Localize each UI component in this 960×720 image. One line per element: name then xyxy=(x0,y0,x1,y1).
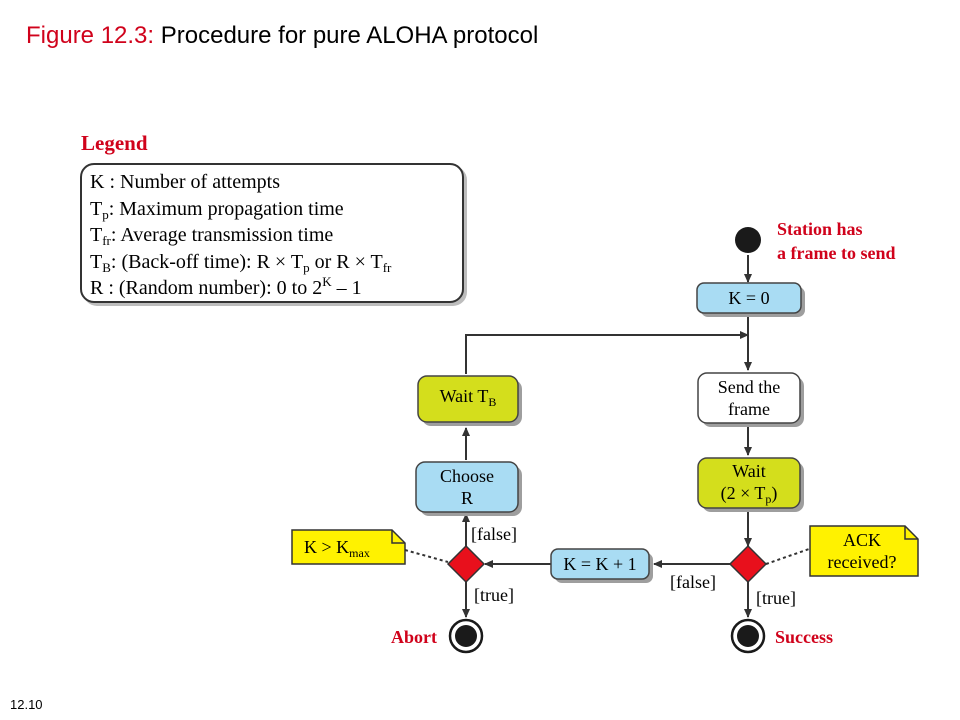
connectors xyxy=(404,255,813,618)
legend-subscript: B xyxy=(102,259,111,275)
k-inc-label: K = K + 1 xyxy=(563,554,636,574)
note-link-kmax xyxy=(404,549,449,563)
success-label: Success xyxy=(775,627,833,647)
wait-line2: (2 × Tp) xyxy=(721,483,778,506)
legend-description: – 1 xyxy=(331,277,362,299)
choose-r-box xyxy=(415,461,519,513)
abort-node xyxy=(455,625,477,647)
figure-title-text: Procedure for pure ALOHA protocol xyxy=(160,22,539,49)
wait-tb-box xyxy=(417,375,519,423)
slide-number: 12.10 xyxy=(10,697,43,712)
legend-subscript: fr xyxy=(102,233,111,248)
legend-symbol: T xyxy=(90,250,103,273)
kmax-decision-diamond xyxy=(446,544,486,584)
legend-row-r: R : (Random number): 0 to 2K – 1 xyxy=(90,275,462,302)
abort-label: Abort xyxy=(391,627,437,647)
wait-box xyxy=(697,457,801,509)
choose-r-line2: R xyxy=(461,488,473,508)
legend-symbol: K xyxy=(90,171,105,193)
legend-row-tp: Tp: Maximum propagation time xyxy=(90,196,462,223)
legend-row-tfr: Tfr: Average transmission time xyxy=(90,222,462,249)
ack-note-line1: ACK xyxy=(843,530,881,550)
legend-superscript: K xyxy=(322,274,332,289)
guard-true-left: [true] xyxy=(474,585,514,605)
wait-tb-label: Wait TB xyxy=(440,386,497,409)
legend-row-k: K : Number of attempts xyxy=(90,169,462,196)
send-frame-box xyxy=(697,372,801,424)
wait-line1: Wait xyxy=(732,461,766,481)
k-inc-box xyxy=(550,548,650,580)
guard-false-left: [false] xyxy=(471,524,517,544)
figure-title: Figure 12.3: Procedure for pure ALOHA pr… xyxy=(26,22,538,50)
legend-box: K : Number of attempts Tp: Maximum propa… xyxy=(80,163,464,303)
start-label-line1: Station has xyxy=(777,219,863,239)
legend-subscript: fr xyxy=(382,259,392,275)
send-frame-line2: frame xyxy=(728,399,770,419)
legend-description: : (Random number): 0 to 2 xyxy=(103,277,323,299)
choose-r-line1: Choose xyxy=(440,466,494,486)
k-zero-label: K = 0 xyxy=(728,288,769,308)
figure-label: Figure 12.3: xyxy=(26,22,155,49)
legend-subscript: p xyxy=(303,259,310,275)
legend-description: or R × T xyxy=(309,250,383,273)
kmax-note-label: K > Kmax xyxy=(304,537,370,560)
legend-title: Legend xyxy=(81,131,148,155)
legend-row-tb: TB: (Back-off time): R × Tp or R × Tfr xyxy=(90,249,462,276)
arrow-waittb-loop xyxy=(465,331,749,374)
note-link-ack xyxy=(765,547,813,565)
start-label-line2: a frame to send xyxy=(777,243,895,263)
success-node xyxy=(737,625,759,647)
legend-symbol: T xyxy=(90,224,103,246)
legend-description: : Average transmission time xyxy=(110,224,334,246)
legend-subscript: p xyxy=(102,206,109,222)
legend-description: : Maximum propagation time xyxy=(108,197,344,220)
legend-symbol: R xyxy=(90,277,104,299)
guard-false-right: [false] xyxy=(670,572,716,592)
legend-symbol: T xyxy=(90,197,103,220)
kmax-note xyxy=(291,529,406,565)
legend-description: : Number of attempts xyxy=(104,171,280,193)
legend-description: : (Back-off time): R × T xyxy=(110,250,304,273)
ack-note xyxy=(809,525,919,577)
send-frame-line1: Send the xyxy=(718,377,781,397)
kmax-note-fold xyxy=(391,530,405,544)
ack-decision-diamond xyxy=(728,544,768,584)
ack-note-line2: received? xyxy=(828,552,897,572)
ack-note-fold xyxy=(904,526,918,540)
guard-true-right: [true] xyxy=(756,588,796,608)
k-zero-box xyxy=(696,282,802,314)
start-node xyxy=(735,227,761,253)
